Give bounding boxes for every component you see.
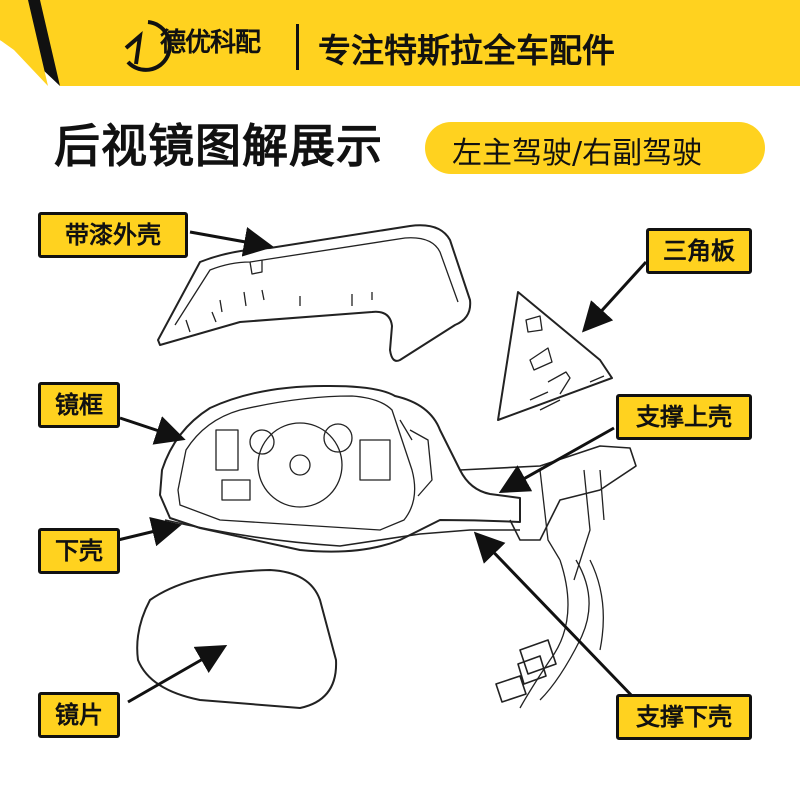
label-support-lower: 支撑下壳 — [616, 694, 752, 740]
mirror-glass-drawing — [136, 569, 338, 709]
label-support-upper: 支撑上壳 — [616, 394, 752, 440]
mirror-frame-drawing — [159, 384, 521, 553]
triangle-plate-drawing — [497, 291, 613, 421]
lower-shell-drawing — [164, 519, 520, 547]
page-title: 后视镜图解展示 — [54, 119, 383, 173]
label-outer-shell: 带漆外壳 — [38, 212, 188, 258]
header-banner: 德优科配 专注特斯拉全车配件 — [0, 0, 800, 92]
label-mirror-frame: 镜框 — [38, 382, 120, 428]
label-mirror-glass: 镜片 — [38, 692, 120, 738]
header-background — [0, 0, 800, 86]
wiring-harness-drawing — [519, 559, 604, 709]
driver-side-label: 左主驾驶/右副驾驶 — [452, 136, 703, 171]
brand-name: 德优科配 — [160, 28, 261, 58]
header-divider — [296, 24, 299, 70]
brand-logo-icon — [124, 20, 172, 72]
header-slogan: 专注特斯拉全车配件 — [318, 31, 615, 70]
driver-side-pill — [425, 122, 765, 174]
outer-shell-drawing — [157, 224, 472, 362]
label-triangle-plate: 三角板 — [646, 228, 752, 274]
label-lower-shell: 下壳 — [38, 528, 120, 574]
